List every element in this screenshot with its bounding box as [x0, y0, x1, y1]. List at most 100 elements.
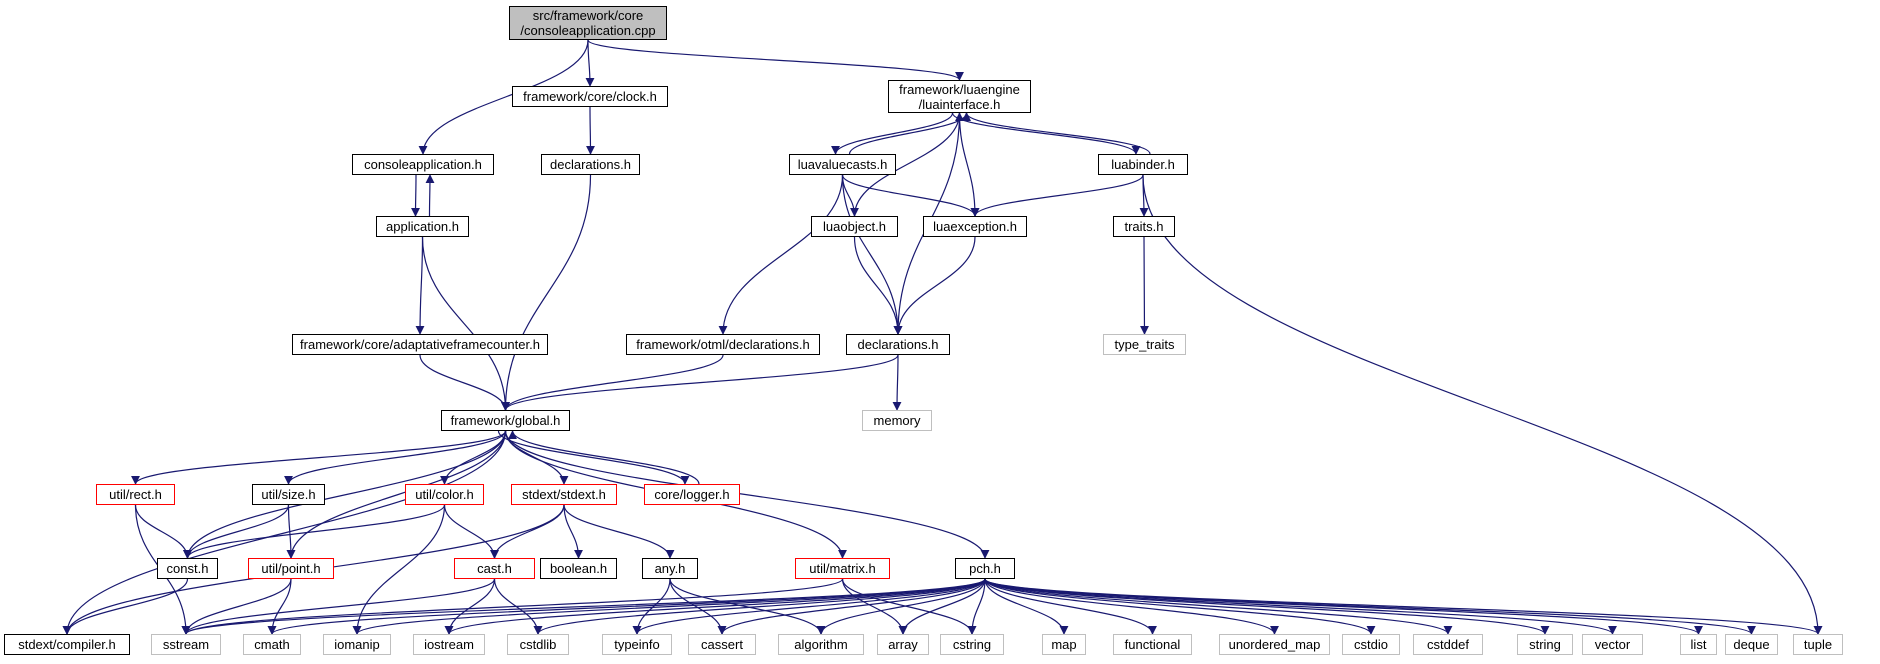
- edge-pch-to-typeinfo: [632, 578, 986, 635]
- edge-const-to-compiler: [62, 578, 189, 635]
- edge-lua_decl-to-memory: [892, 354, 902, 411]
- edge-pch-to-algorithm: [816, 578, 986, 635]
- node-cstring: cstring: [940, 634, 1004, 655]
- node-framework-global-h[interactable]: framework/global.h: [441, 410, 570, 431]
- edge-root-to-luainterface: [587, 39, 964, 81]
- node-iomanip: iomanip: [323, 634, 391, 655]
- edge-global-to-const: [183, 430, 507, 559]
- edge-global-to-rect: [131, 430, 507, 485]
- edge-pch-to-cstdlib: [533, 578, 986, 635]
- node-iostream: iostream: [413, 634, 485, 655]
- node-util-matrix-h[interactable]: util/matrix.h: [795, 558, 890, 579]
- edge-otml_decl-to-global: [501, 354, 724, 411]
- node-cstdlib: cstdlib: [507, 634, 569, 655]
- node-util-size-h[interactable]: util/size.h: [252, 484, 325, 505]
- edge-luavaluecasts-to-otml_decl: [718, 174, 844, 335]
- node-algorithm: algorithm: [778, 634, 864, 655]
- edge-pch-to-cassert: [717, 578, 986, 635]
- edge-cast-to-sstream: [181, 578, 496, 635]
- node-cast-h[interactable]: cast.h: [454, 558, 535, 579]
- edge-root-to-clock: [585, 39, 595, 87]
- node-luaengine-declarations-h[interactable]: declarations.h: [846, 334, 950, 355]
- node-cstddef: cstddef: [1413, 634, 1483, 655]
- node-cstdio: cstdio: [1342, 634, 1400, 655]
- edge-matrix-to-sstream: [181, 578, 844, 635]
- edge-global-to-logger: [497, 430, 690, 485]
- node-luaexception-h[interactable]: luaexception.h: [923, 216, 1027, 237]
- edge-pch-to-cstdio: [984, 578, 1376, 635]
- node-util-rect-h[interactable]: util/rect.h: [96, 484, 175, 505]
- edge-lua_decl-to-global: [501, 354, 899, 411]
- edge-consoleapp_h-to-application: [411, 174, 421, 217]
- edge-luabinder-to-luaexception: [970, 174, 1144, 217]
- edge-pch-to-functional: [984, 578, 1157, 635]
- node-tuple: tuple: [1793, 634, 1843, 655]
- edge-luavaluecasts-to-luaexception: [841, 174, 980, 217]
- node-application-h[interactable]: application.h: [376, 216, 469, 237]
- node-traits-h[interactable]: traits.h: [1113, 216, 1175, 237]
- edge-matrix-to-cstring: [841, 578, 977, 635]
- edge-color-to-const: [183, 504, 446, 559]
- node-core-logger-h[interactable]: core/logger.h: [644, 484, 740, 505]
- node-type-traits: type_traits: [1103, 334, 1186, 355]
- edge-pch-to-array: [898, 578, 986, 635]
- node-sstream: sstream: [151, 634, 221, 655]
- edge-pch-to-iomanip: [352, 578, 986, 635]
- edge-luainterface-to-luavaluecasts: [831, 112, 954, 155]
- node-boolean-h[interactable]: boolean.h: [540, 558, 617, 579]
- node-framework-core-clock-h[interactable]: framework/core/clock.h: [512, 86, 668, 107]
- edge-stdext-to-boolean: [563, 504, 583, 559]
- edge-pch-to-map: [984, 578, 1069, 635]
- node-pch-h[interactable]: pch.h: [955, 558, 1015, 579]
- node-consoleapplication-cpp: src/framework/core /consoleapplication.c…: [509, 6, 667, 40]
- node-cmath: cmath: [243, 634, 301, 655]
- node-luavaluecasts-h[interactable]: luavaluecasts.h: [789, 154, 896, 175]
- node-stdext-stdext-h[interactable]: stdext/stdext.h: [511, 484, 617, 505]
- node-map: map: [1042, 634, 1086, 655]
- node-any-h[interactable]: any.h: [642, 558, 698, 579]
- edge-luaobject-to-luainterface: [853, 112, 964, 217]
- node-luabinder-h[interactable]: luabinder.h: [1098, 154, 1188, 175]
- edge-pch-to-cstring: [967, 578, 986, 635]
- edge-application-to-adaptative: [415, 236, 425, 335]
- edge-layer: [62, 39, 1823, 635]
- edge-pch-to-sstream: [181, 578, 986, 635]
- node-typeinfo: typeinfo: [602, 634, 672, 655]
- edge-luainterface-to-luaexception: [958, 112, 980, 217]
- edge-pch-to-tuple: [984, 578, 1823, 635]
- node-otml-declarations-h[interactable]: framework/otml/declarations.h: [626, 334, 820, 355]
- node-unordered-map: unordered_map: [1219, 634, 1330, 655]
- edge-global-to-pch: [504, 430, 990, 559]
- edge-traits-to-type_traits: [1139, 236, 1149, 335]
- node-list: list: [1680, 634, 1717, 655]
- edge-clock-to-declarations_core: [585, 106, 595, 155]
- edge-luavaluecasts-to-lua_decl: [841, 174, 903, 335]
- node-array: array: [877, 634, 929, 655]
- edge-root-to-consoleapp_h: [418, 39, 589, 155]
- node-stdext-compiler-h[interactable]: stdext/compiler.h: [4, 634, 130, 655]
- edge-luaexception-to-lua_decl: [893, 236, 976, 335]
- edge-luabinder-to-tuple: [1142, 174, 1823, 635]
- edge-logger-to-global: [508, 430, 700, 485]
- edge-pch-to-iostream: [444, 578, 986, 635]
- edge-global-to-size: [284, 430, 507, 485]
- edge-declarations_core-to-global: [501, 174, 592, 411]
- node-core-declarations-h[interactable]: declarations.h: [541, 154, 640, 175]
- node-adaptativeframecounter-h[interactable]: framework/core/adaptativeframecounter.h: [292, 334, 548, 355]
- node-consoleapplication-h[interactable]: consoleapplication.h: [352, 154, 494, 175]
- node-util-point-h[interactable]: util/point.h: [248, 558, 334, 579]
- node-functional: functional: [1113, 634, 1192, 655]
- edge-application-to-consoleapp_h: [425, 174, 435, 217]
- node-string: string: [1517, 634, 1573, 655]
- edge-luabinder-to-luainterface: [962, 112, 1151, 155]
- node-const-h[interactable]: const.h: [157, 558, 218, 579]
- node-util-color-h[interactable]: util/color.h: [405, 484, 484, 505]
- edge-application-to-global: [421, 236, 510, 411]
- node-deque: deque: [1725, 634, 1778, 655]
- node-luainterface-h[interactable]: framework/luaengine /luainterface.h: [888, 80, 1031, 113]
- edge-any-to-algorithm: [669, 578, 826, 635]
- node-luaobject-h[interactable]: luaobject.h: [811, 216, 898, 237]
- node-cassert: cassert: [688, 634, 756, 655]
